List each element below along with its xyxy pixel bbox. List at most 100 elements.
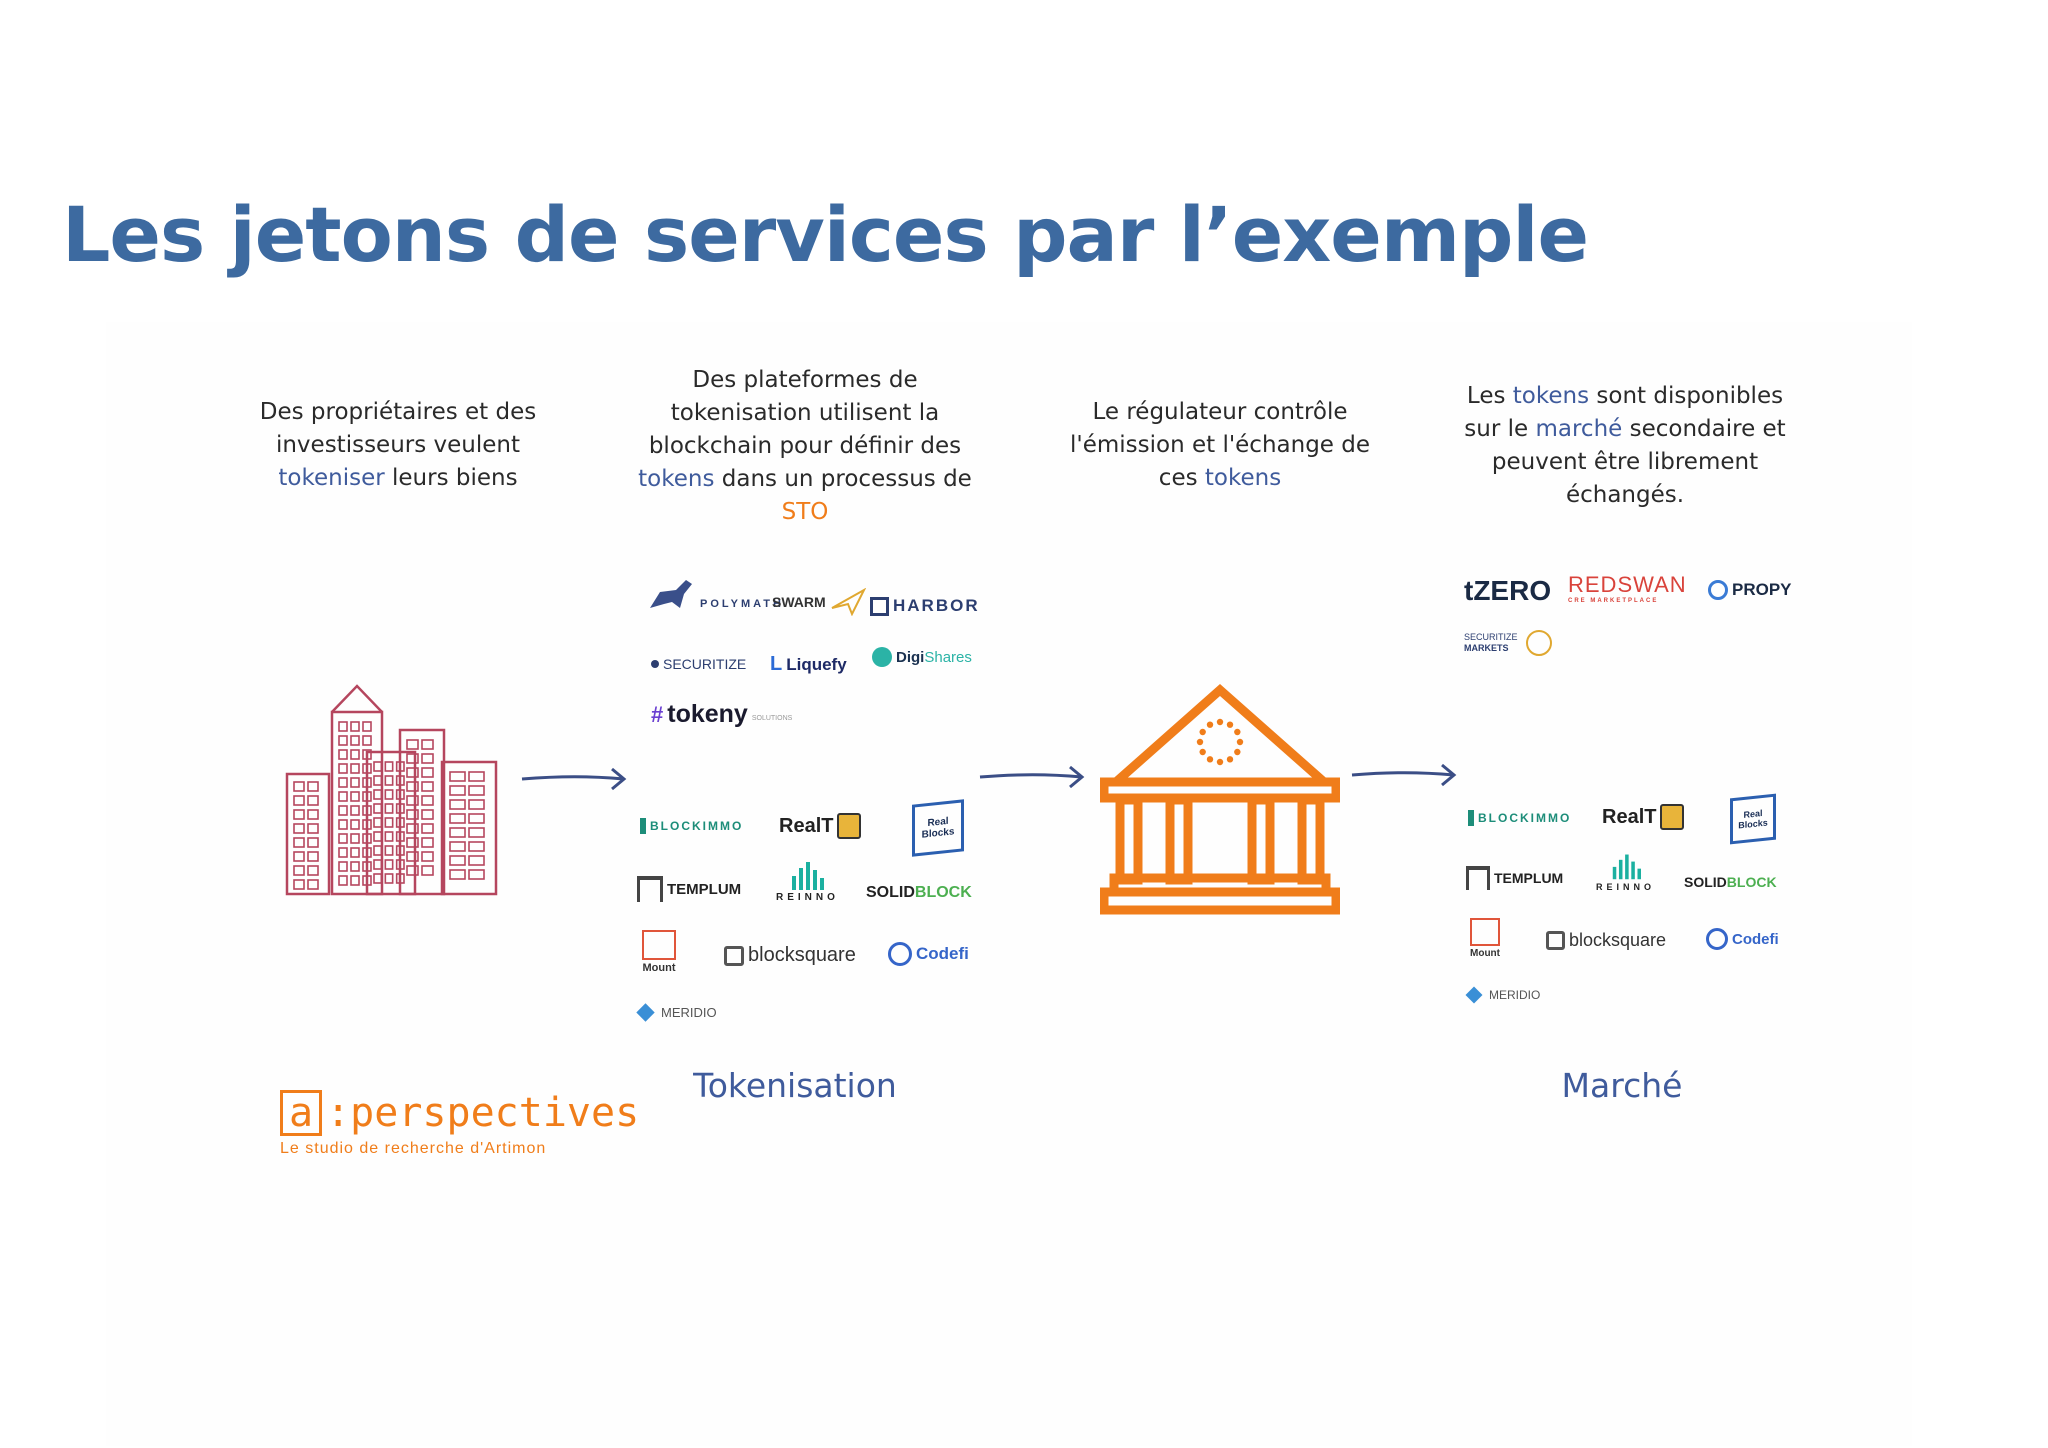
mountx-chart-icon [642, 930, 676, 960]
caption-highlight: tokens [1204, 465, 1282, 491]
step-caption-platforms: Des plateformes de tokenisation utilisent… [620, 364, 990, 529]
blocksquare-logo: blocksquare [724, 944, 856, 967]
redswan-logo: REDSWAN CRE MARKETPLACE [1568, 572, 1687, 604]
section-label-tokenisation: Tokenisation [693, 1066, 897, 1105]
caption-text: peuvent être librement [1491, 449, 1759, 475]
reinno-bars-icon [792, 862, 825, 890]
harbor-logo: HARBOR [870, 596, 980, 616]
caption-text: Les [1466, 383, 1513, 409]
regulator-bank-icon [1100, 683, 1340, 915]
propy-logo: PROPY [1708, 580, 1792, 600]
harbor-square-icon [870, 596, 889, 616]
caption-text: tokenisation utilisent la [670, 400, 940, 426]
caption-highlight: tokeniser [278, 465, 385, 491]
caption-text: Des plateformes de [692, 367, 918, 393]
caption-line: ces tokens [1045, 462, 1395, 495]
caption-highlight: tokens [638, 466, 715, 492]
codefi-circle-icon [1706, 928, 1728, 950]
caption-text: leurs biens [384, 465, 518, 491]
caption-line: tokeniser leurs biens [238, 462, 558, 495]
paper-plane-icon [831, 588, 866, 616]
slide-title: Les jetons de services par l’exemple [62, 190, 1589, 279]
brand-wordmark: a :perspectives [280, 1090, 639, 1136]
brand-name: :perspectives [326, 1090, 640, 1136]
liquefy-logo: L Liquefy [770, 653, 847, 675]
polymath-logo: POLYMATH [646, 578, 784, 614]
markets-circle-icon [1525, 630, 1552, 656]
blocksquare-icon [1546, 931, 1565, 950]
meridio-diamond-icon [636, 1003, 655, 1022]
templum-logo: TEMPLUM [637, 876, 741, 902]
step-caption-owners: Des propriétaires et des investisseurs ve… [238, 396, 558, 495]
reinno-logo: REINNO [776, 860, 839, 903]
meridio-logo: MERIDIO [636, 1003, 717, 1022]
caption-highlight: marché [1535, 416, 1623, 442]
blockimmo-icon [1468, 810, 1474, 826]
caption-line: Le régulateur contrôle [1045, 396, 1395, 429]
step-caption-regulator: Le régulateur contrôle l'émission et l'éc… [1045, 396, 1395, 495]
swarm-logo: SWARM [772, 588, 866, 616]
caption-text: secondaire et [1622, 416, 1786, 442]
templum-logo: TEMPLUM [1466, 866, 1563, 890]
blocksquare-icon [724, 945, 744, 966]
tokeny-hash-icon: # [651, 701, 664, 727]
infographic-panel [106, 322, 1912, 1446]
mountx-chart-icon [1470, 918, 1500, 946]
dot-icon [651, 660, 659, 668]
realt-logo: RealT [1602, 804, 1685, 830]
digishares-hex-icon [872, 647, 892, 667]
tzero-logo: tZERO [1464, 575, 1552, 606]
codefi-logo: Codefi [888, 942, 969, 966]
caption-line: sur le marché secondaire et [1440, 413, 1810, 446]
arrow-icon [1351, 763, 1457, 787]
blockimmo-logo: BLOCKIMMO [1468, 810, 1571, 826]
reinno-logo: REINNO [1596, 852, 1655, 892]
brand-box: a [280, 1090, 323, 1136]
artimon-brand-logo: a :perspectives Le studio de recherche d… [280, 1090, 639, 1158]
column-icon [1466, 866, 1490, 890]
securitize-logo: SECURITIZE [651, 656, 746, 672]
securitize-markets-logo: SECURITIZE MARKETS [1464, 630, 1552, 656]
caption-text: l'émission et l'échange de [1069, 432, 1371, 458]
caption-line: Des plateformes de [620, 364, 990, 397]
arrow-icon [979, 765, 1085, 789]
reinno-bars-icon [1612, 854, 1641, 880]
caption-line: peuvent être librement [1440, 446, 1810, 479]
meridio-logo: MERIDIO [1465, 986, 1540, 1004]
caption-text: dans un processus de [714, 466, 972, 492]
caption-line: blockchain pour définir des [620, 430, 990, 463]
caption-highlight: STO [781, 499, 829, 525]
blockimmo-logo: BLOCKIMMO [640, 818, 743, 834]
caption-text: Des propriétaires et des [259, 399, 537, 425]
caption-line: Des propriétaires et des [238, 396, 558, 429]
caption-text: investisseurs veulent [275, 432, 521, 458]
caption-line: tokens dans un processus de [620, 463, 990, 496]
realt-cube-icon [1660, 804, 1685, 830]
caption-highlight: tokens [1512, 383, 1590, 409]
caption-text: sont disponibles [1589, 383, 1784, 409]
redswan-wordmark: REDSWAN [1568, 572, 1687, 597]
brand-tagline: Le studio de recherche d'Artimon [280, 1140, 547, 1157]
realblocks-logo: Real Blocks [912, 799, 964, 857]
caption-line: l'émission et l'échange de [1045, 429, 1395, 462]
arrow-icon [521, 767, 627, 791]
realblocks-logo: Real Blocks [1730, 793, 1776, 845]
realt-cube-icon [837, 813, 862, 839]
caption-text: échangés. [1565, 482, 1685, 508]
meridio-diamond-icon [1465, 986, 1483, 1004]
tokeny-logo: # tokeny SOLUTIONS [651, 700, 793, 728]
caption-text: ces [1158, 465, 1205, 491]
realt-logo: RealT [779, 813, 862, 839]
caption-text: sur le [1464, 416, 1536, 442]
propy-icon [1708, 580, 1728, 600]
buildings-icon [285, 684, 498, 896]
caption-line: Les tokens sont disponibles [1440, 380, 1810, 413]
securitize-markets-wordmark: SECURITIZE MARKETS [1464, 632, 1518, 653]
column-icon [637, 876, 663, 902]
caption-line: tokenisation utilisent la [620, 397, 990, 430]
blocksquare-logo: blocksquare [1546, 930, 1666, 951]
mountx-logo: Mount [642, 930, 676, 974]
